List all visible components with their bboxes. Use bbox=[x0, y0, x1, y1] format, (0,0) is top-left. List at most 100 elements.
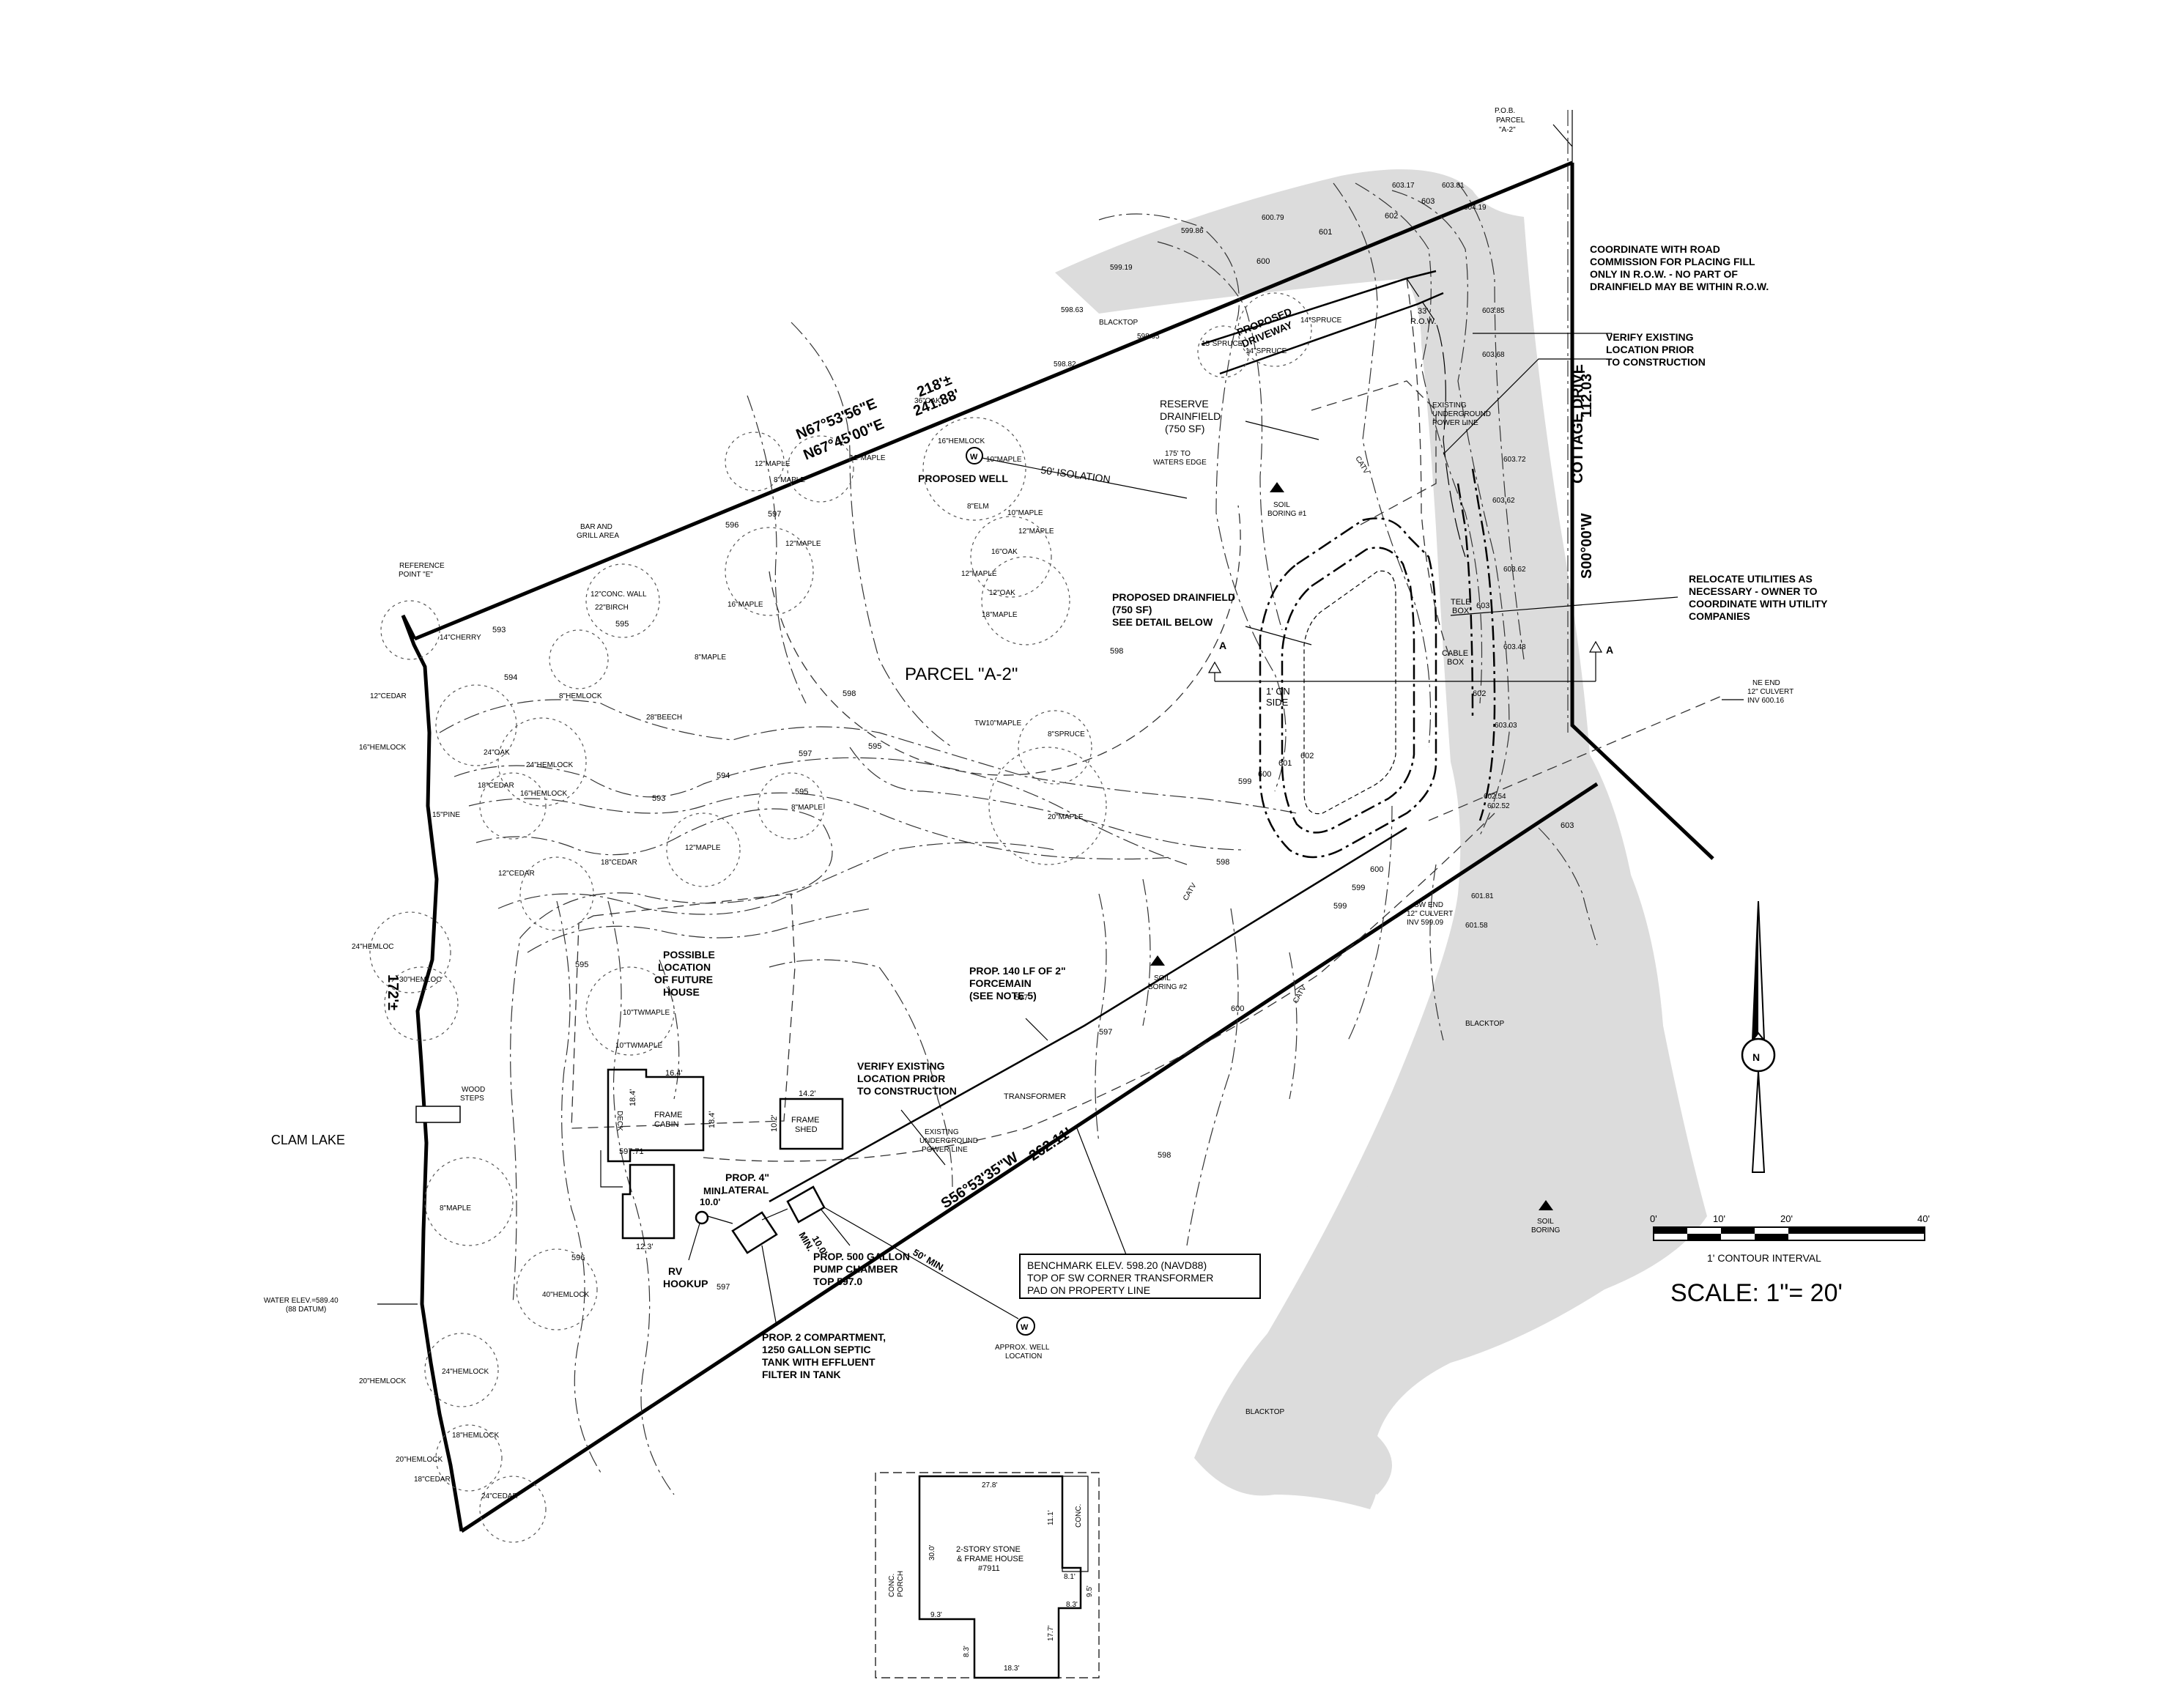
svg-text:10"TWMAPLE: 10"TWMAPLE bbox=[615, 1042, 662, 1050]
svg-text:COORDINATE WITH ROAD: COORDINATE WITH ROAD bbox=[1590, 243, 1720, 255]
svg-text:BORING: BORING bbox=[1531, 1226, 1561, 1234]
svg-text:601: 601 bbox=[1278, 759, 1292, 768]
svg-text:EXISTING: EXISTING bbox=[925, 1128, 959, 1136]
proposed-driveway-label: PROPOSED DRIVEWAY bbox=[1235, 306, 1295, 349]
svg-text:HOUSE: HOUSE bbox=[663, 986, 700, 998]
catv-label-2: CATV bbox=[1182, 881, 1199, 902]
cabin-depth-3: 12.3' bbox=[636, 1243, 654, 1251]
shed-depth: 10.2' bbox=[770, 1114, 779, 1132]
svg-text:PUMP CHAMBER: PUMP CHAMBER bbox=[813, 1263, 898, 1275]
blacktop-label-1: BLACKTOP bbox=[1099, 319, 1138, 327]
svg-text:12"CONC. WALL: 12"CONC. WALL bbox=[591, 591, 647, 599]
svg-text:15"PINE: 15"PINE bbox=[432, 811, 460, 819]
svg-text:8"ELM: 8"ELM bbox=[967, 503, 989, 511]
svg-text:599.19: 599.19 bbox=[1110, 264, 1133, 272]
svg-text:594: 594 bbox=[504, 673, 517, 682]
svg-text:12"MAPLE: 12"MAPLE bbox=[785, 540, 821, 548]
section-a-left: A bbox=[1219, 640, 1226, 651]
sw-culvert-label: SW END 12" CULVERT INV 599.09 bbox=[1407, 901, 1453, 927]
svg-text:20': 20' bbox=[1780, 1213, 1793, 1224]
svg-text:599: 599 bbox=[1333, 902, 1347, 911]
tree-labels: 14"CHERRY 12"CEDAR 16"HEMLOCK 24"OAK 24"… bbox=[352, 316, 1342, 1500]
svg-text:14"SPRUCE: 14"SPRUCE bbox=[1245, 347, 1287, 355]
lateral-note: PROP. 4" LATERAL bbox=[722, 1171, 769, 1196]
svg-text:18"MAPLE: 18"MAPLE bbox=[982, 611, 1018, 619]
svg-text:603.17: 603.17 bbox=[1392, 182, 1415, 190]
svg-text:TO CONSTRUCTION: TO CONSTRUCTION bbox=[1606, 356, 1706, 368]
svg-text:9.3': 9.3' bbox=[930, 1611, 942, 1619]
svg-text:175' TO: 175' TO bbox=[1165, 450, 1191, 458]
leader-verify-top bbox=[1443, 358, 1612, 455]
svg-text:14"CHERRY: 14"CHERRY bbox=[440, 634, 481, 642]
svg-text:16"OAK: 16"OAK bbox=[991, 548, 1018, 556]
leader-rv bbox=[688, 1223, 700, 1261]
benchmark-box bbox=[1019, 1254, 1261, 1299]
svg-text:INV 600.16: INV 600.16 bbox=[1747, 697, 1784, 705]
shed-width: 14.2' bbox=[799, 1089, 816, 1098]
soil-boring-2-label: SOIL BORING #2 bbox=[1148, 974, 1188, 991]
svg-text:2-STORY STONE: 2-STORY STONE bbox=[956, 1545, 1021, 1554]
svg-text:600.79: 600.79 bbox=[1262, 214, 1284, 222]
svg-text:RESERVE: RESERVE bbox=[1160, 398, 1209, 410]
svg-text:RELOCATE UTILITIES AS: RELOCATE UTILITIES AS bbox=[1689, 573, 1813, 585]
svg-text:APPROX. WELL: APPROX. WELL bbox=[995, 1344, 1050, 1352]
svg-text:10"MAPLE: 10"MAPLE bbox=[986, 456, 1022, 464]
svg-text:14"SPRUCE: 14"SPRUCE bbox=[1300, 316, 1342, 325]
cabin-elevation: 597.71 bbox=[619, 1147, 644, 1156]
svg-text:PARCEL: PARCEL bbox=[1496, 116, 1525, 125]
approx-well-label: APPROX. WELL LOCATION bbox=[995, 1344, 1050, 1361]
svg-text:593: 593 bbox=[652, 794, 665, 803]
svg-text:597: 597 bbox=[768, 510, 781, 519]
svg-text:POWER LINE: POWER LINE bbox=[922, 1146, 968, 1154]
svg-text:599: 599 bbox=[1238, 777, 1251, 786]
east-bearing: S00°00'W bbox=[1579, 513, 1595, 579]
svg-text:#7911: #7911 bbox=[978, 1564, 1000, 1573]
soil-boring-1-label: SOIL BORING #1 bbox=[1267, 501, 1307, 518]
catv-label-1: CATV bbox=[1353, 455, 1370, 475]
svg-text:BOX: BOX bbox=[1447, 658, 1465, 667]
svg-text:(88 DATUM): (88 DATUM) bbox=[286, 1306, 326, 1314]
pob-leader bbox=[1552, 110, 1573, 163]
south-property-line bbox=[460, 782, 1599, 1533]
approx-well-icon: W bbox=[1016, 1317, 1035, 1336]
reference-point-label: REFERENCE POINT "E" bbox=[399, 562, 445, 579]
svg-text:24"HEMLOCK: 24"HEMLOCK bbox=[442, 1368, 489, 1376]
svg-text:1250 GALLON SEPTIC: 1250 GALLON SEPTIC bbox=[762, 1344, 871, 1355]
svg-text:598.95: 598.95 bbox=[1137, 333, 1160, 341]
svg-text:8"HEMLOCK: 8"HEMLOCK bbox=[559, 692, 602, 700]
waters-edge-label: 175' TO WATERS EDGE bbox=[1153, 450, 1207, 467]
svg-text:603.72: 603.72 bbox=[1503, 456, 1526, 464]
frame-shed-label: FRAME SHED bbox=[791, 1116, 820, 1134]
svg-text:24"OAK: 24"OAK bbox=[484, 749, 510, 757]
svg-text:12"OAK: 12"OAK bbox=[989, 589, 1015, 597]
svg-text:9.5': 9.5' bbox=[1086, 1585, 1094, 1597]
svg-text:20"HEMLOCK: 20"HEMLOCK bbox=[359, 1377, 406, 1385]
catv-line bbox=[1406, 278, 1466, 558]
conc-porch-label: CONC. PORCH bbox=[888, 1571, 905, 1597]
leader-relocate bbox=[1450, 596, 1678, 616]
scale-labels: 0' 10' 20' 40' 1' CONTOUR INTERVAL SCALE… bbox=[1650, 1213, 1930, 1307]
cottage-drive-label: COTTAGE DRIVE bbox=[1570, 364, 1586, 484]
north-arrow-label: N bbox=[1752, 1051, 1760, 1063]
rv-hookup-note: RV HOOKUP bbox=[663, 1265, 708, 1289]
svg-text:WATER ELEV.=589.40: WATER ELEV.=589.40 bbox=[264, 1297, 338, 1305]
svg-text:596: 596 bbox=[571, 1254, 585, 1262]
svg-text:597: 597 bbox=[717, 1283, 730, 1292]
svg-text:15"SPRUCE: 15"SPRUCE bbox=[1202, 340, 1243, 348]
svg-text:TW10"MAPLE: TW10"MAPLE bbox=[974, 719, 1021, 728]
svg-text:"A-2": "A-2" bbox=[1499, 126, 1516, 134]
svg-text:595: 595 bbox=[795, 788, 808, 796]
tree-symbols bbox=[369, 292, 1312, 1543]
svg-text:16"HEMLOCK: 16"HEMLOCK bbox=[520, 790, 567, 798]
svg-text:POSSIBLE: POSSIBLE bbox=[663, 949, 715, 960]
svg-text:LATERAL: LATERAL bbox=[722, 1184, 769, 1196]
svg-text:603.62: 603.62 bbox=[1492, 497, 1515, 505]
soil-boring-legend-icon bbox=[1539, 1200, 1553, 1210]
well-50-min-line bbox=[823, 1207, 1019, 1319]
svg-text:596: 596 bbox=[725, 521, 739, 530]
svg-text:12"MAPLE: 12"MAPLE bbox=[961, 570, 997, 578]
svg-text:599: 599 bbox=[1352, 884, 1365, 892]
svg-text:GRILL AREA: GRILL AREA bbox=[577, 532, 619, 540]
septic-tank bbox=[731, 1211, 778, 1254]
reserve-drainfield-outline bbox=[1311, 380, 1437, 528]
